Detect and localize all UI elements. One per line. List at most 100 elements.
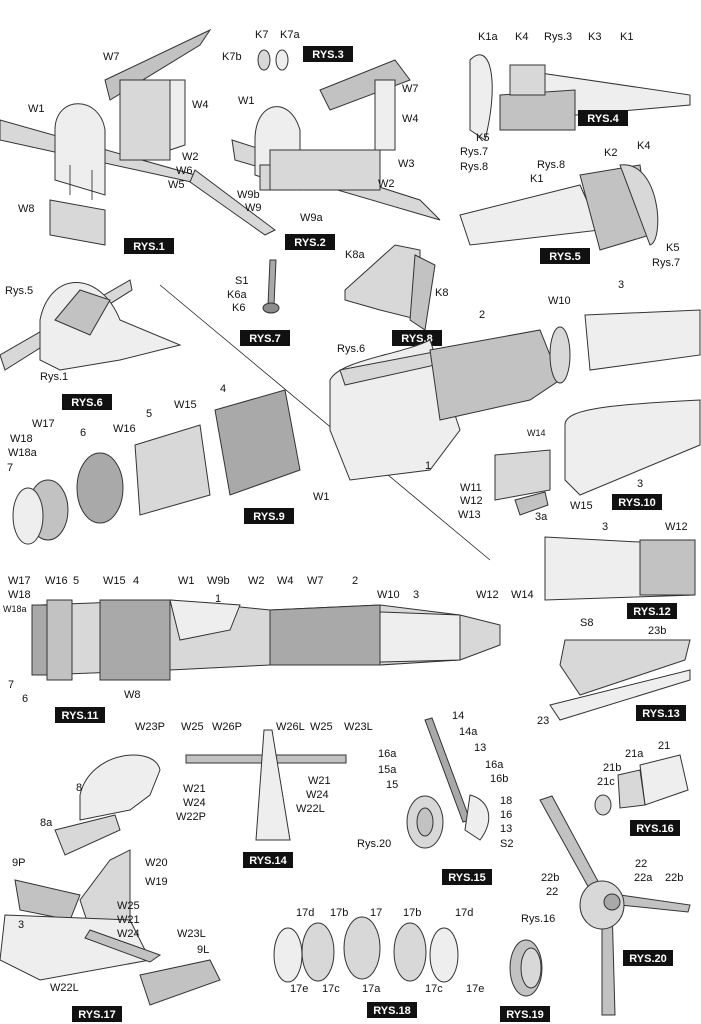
rys12-label-1: 3 xyxy=(602,521,608,533)
rys1-badge xyxy=(124,238,174,254)
rys9-label-4: 3 xyxy=(618,279,624,291)
rys17-label-5: W19 xyxy=(145,876,168,888)
rys15-label-5: 13 xyxy=(474,742,486,754)
rys14-label-7: W21 xyxy=(183,783,206,795)
rys11-label-9: W4 xyxy=(277,575,294,587)
rys9-label-2: 2 xyxy=(479,309,485,321)
rys11-label-3: 5 xyxy=(73,575,79,587)
rys15-label-10: 16 xyxy=(500,809,512,821)
rys14-label-4: W26L xyxy=(276,721,305,733)
rys1-label-2: W1 xyxy=(28,103,45,115)
rys8-label-2: K8 xyxy=(435,287,448,299)
rys19-badge-text: RYS.19 xyxy=(506,1009,544,1021)
rys18-badge-text: RYS.18 xyxy=(373,1005,411,1017)
rys1-label-6: W5 xyxy=(168,179,185,191)
rys9-label-15: W1 xyxy=(313,491,330,503)
rys15-label-4: 15a xyxy=(378,764,397,776)
rys20-label-5: 22b xyxy=(665,872,683,884)
rys7-badge-text: RYS.7 xyxy=(249,333,280,345)
rys12-badge-text: RYS.12 xyxy=(633,606,671,618)
figure-rys10: W14 W11 W12 W13 W15 3a 3 RYS.10 xyxy=(458,399,701,523)
rys17-label-10: 3 xyxy=(18,919,24,931)
rys15-label-8: 16b xyxy=(490,773,508,785)
rys3-badge xyxy=(303,46,353,62)
rys14-label-10: W21 xyxy=(308,775,331,787)
rys16-badge xyxy=(630,820,680,836)
rys19-badge xyxy=(500,1006,550,1022)
rys11-label-18: 1 xyxy=(215,593,221,605)
rys11-label-6: W1 xyxy=(178,575,195,587)
rys11-badge xyxy=(55,707,105,723)
rys14-label-3: W26P xyxy=(212,721,242,733)
rys4-label-7: Rys.7 xyxy=(460,146,488,158)
rys4-label-5: K1 xyxy=(620,31,633,43)
rys17-label-11: 9L xyxy=(197,944,209,956)
rys1-label-7: W8 xyxy=(18,203,35,215)
rys11-label-10: W7 xyxy=(307,575,324,587)
rys9-label-5: 4 xyxy=(220,383,226,395)
rys4-label-1: K1a xyxy=(478,31,498,43)
rys11-label-21: W8 xyxy=(124,689,141,701)
rys20-label-3: 22 xyxy=(635,858,647,870)
rys9-label-12: W18a xyxy=(8,447,38,459)
rys18-label-4: 17b xyxy=(403,907,421,919)
rys11-label-15: W14 xyxy=(511,589,534,601)
rys20-label-4: 22a xyxy=(634,872,653,884)
figure-rys17: 8 8a W20 9P W19 W25 W21 W24 W23L 3 9L W2… xyxy=(0,754,221,1022)
rys5-label-3: K4 xyxy=(637,140,650,152)
rys13-label-1: S8 xyxy=(580,617,593,629)
rys18-label-1: 17d xyxy=(296,907,314,919)
rys10-label-1: W14 xyxy=(527,428,546,438)
figure-rys15: 14 14a 16a 15a 13 16a 15 16b 18 16 13 S2… xyxy=(357,710,513,885)
rys14-label-6: W23L xyxy=(344,721,373,733)
rys20-badge-text: RYS.20 xyxy=(629,953,667,965)
rys13-badge-text: RYS.13 xyxy=(642,708,680,720)
rys15-label-12: S2 xyxy=(500,838,513,850)
rys11-label-12: W10 xyxy=(377,589,400,601)
rys5-label-1: Rys.8 xyxy=(537,159,565,171)
rys10-label-4: W13 xyxy=(458,509,481,521)
figure-rys2: W7 W1 W4 W3 W2 W9b W9 W9a RYS.2 xyxy=(231,59,441,250)
rys4-badge xyxy=(578,110,628,126)
rys9-label-3: W10 xyxy=(548,295,571,307)
rys9-label-7: 5 xyxy=(146,408,152,420)
rys4-label-2: K4 xyxy=(515,31,528,43)
rys15-badge xyxy=(442,869,492,885)
rys17-label-6: W25 xyxy=(117,900,140,912)
rys20-label-6: Rys.16 xyxy=(521,913,555,925)
rys9-label-14: 1 xyxy=(425,460,431,472)
rys9-label-6: W15 xyxy=(174,399,197,411)
rys9-label-9: 6 xyxy=(80,427,86,439)
rys11-label-4: W15 xyxy=(103,575,126,587)
rys4-label-3: Rys.3 xyxy=(544,31,572,43)
rys18-label-10: 17e xyxy=(466,983,484,995)
rys14-badge xyxy=(243,852,293,868)
figure-rys19: RYS.19 xyxy=(500,939,550,1022)
rys15-label-6: 16a xyxy=(485,759,504,771)
rys2-badge-text: RYS.2 xyxy=(294,237,325,249)
rys15-label-3: 16a xyxy=(378,748,397,760)
rys14-label-9: W22P xyxy=(176,811,206,823)
rys9-badge-text: RYS.9 xyxy=(253,511,284,523)
figure-rys7: S1 K6a K6 RYS.7 xyxy=(227,259,290,346)
rys2-label-1: W7 xyxy=(402,83,419,95)
rys15-label-9: 18 xyxy=(500,795,512,807)
rys9-badge xyxy=(244,508,294,524)
rys10-label-3: W12 xyxy=(460,495,483,507)
rys20-label-1: 22b xyxy=(541,872,559,884)
rys15-label-7: 15 xyxy=(386,779,398,791)
rys20-label-2: 22 xyxy=(546,886,558,898)
rys17-label-8: W24 xyxy=(117,928,140,940)
rys6-label-2: Rys.1 xyxy=(40,371,68,383)
rys4-label-6: K5 xyxy=(476,132,489,144)
rys12-label-2: W12 xyxy=(665,521,688,533)
rys18-label-8: 17a xyxy=(362,983,381,995)
rys2-label-6: W9b xyxy=(237,189,260,201)
rys9-label-11: W18 xyxy=(10,433,33,445)
rys10-label-2: W11 xyxy=(460,482,482,494)
rys7-label-1: S1 xyxy=(235,275,248,287)
rys11-label-5: 4 xyxy=(133,575,139,587)
figure-rys1: W7 W1 W4 W2 W6 W5 W8 RYS.1 xyxy=(0,28,276,254)
rys14-label-5: W25 xyxy=(310,721,333,733)
rys2-badge xyxy=(285,234,335,250)
